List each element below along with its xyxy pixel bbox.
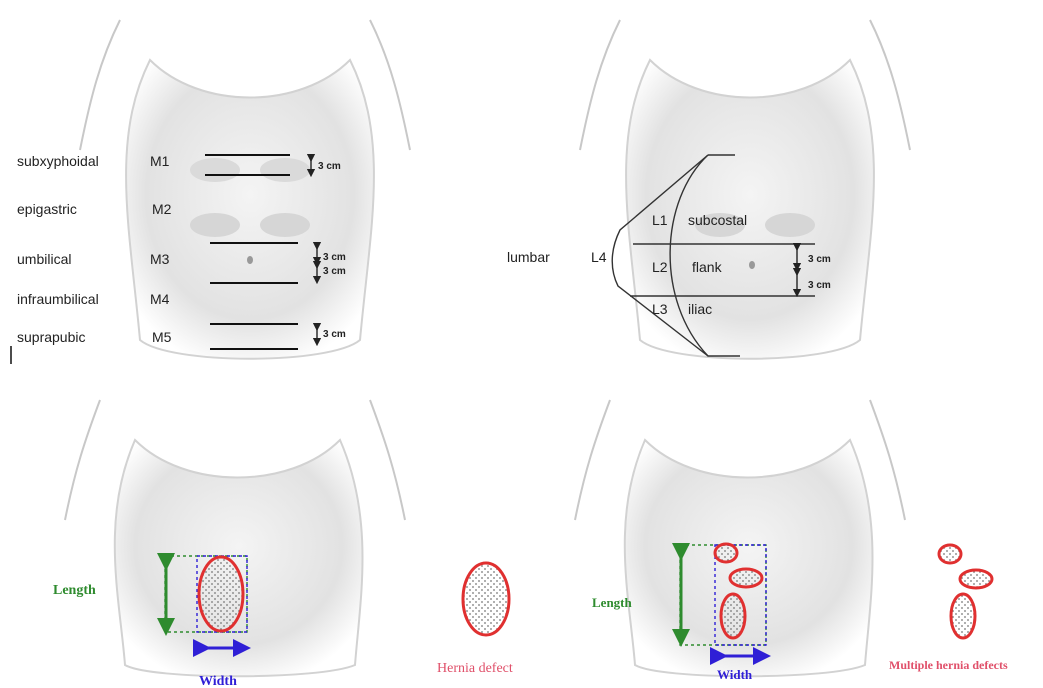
zone-name-flank: flank [692,259,723,275]
dimension-label: 3 cm [318,161,341,172]
zone-name-suprapubic: suprapubic [17,329,86,345]
hernia-defect-ellipse [730,569,762,587]
length-label: Length [592,595,633,610]
hernia-defect-ellipse [715,544,737,562]
torso-illustration-top-right [580,20,910,359]
zone-code-m4: M4 [150,291,170,307]
dimension-label: 3 cm [323,252,346,263]
multiple-defects-caption: Multiple hernia defects [889,658,1008,672]
hernia-defect-ellipse [199,557,243,631]
zone-name-epigastric: epigastric [17,201,77,217]
dimension-label: 3 cm [323,266,346,277]
zone-name-subxyphoidal: subxyphoidal [17,153,99,169]
hernia-defect-ellipse [721,594,745,638]
width-label: Width [717,667,753,682]
torso-illustration-bottom-left [65,400,405,676]
dimension-label: 3 cm [808,254,831,265]
multiple-defects-example [939,545,992,638]
zone-code-l3: L3 [652,301,668,317]
zone-code-m2: M2 [152,201,172,217]
lumbar-label: lumbar [507,249,550,265]
zone-code-l4: L4 [591,249,607,265]
zone-code-m3: M3 [150,251,170,267]
zone-code-l1: L1 [652,212,668,228]
zone-code-m1: M1 [150,153,170,169]
zone-name-infraumbilical: infraumbilical [17,291,99,307]
zone-code-m5: M5 [152,329,172,345]
zone-name-umbilical: umbilical [17,251,71,267]
hernia-defect-caption: Hernia defect [437,661,513,676]
dimension-label: 3 cm [808,280,831,291]
torso-illustration-top-left [80,20,410,359]
width-label: Width [199,674,237,688]
zone-name-iliac: iliac [688,301,712,317]
dimension-label: 3 cm [323,329,346,340]
length-label: Length [53,583,96,598]
hernia-defect-example [463,563,509,635]
zone-code-l2: L2 [652,259,668,275]
zone-name-subcostal: subcostal [688,212,747,228]
